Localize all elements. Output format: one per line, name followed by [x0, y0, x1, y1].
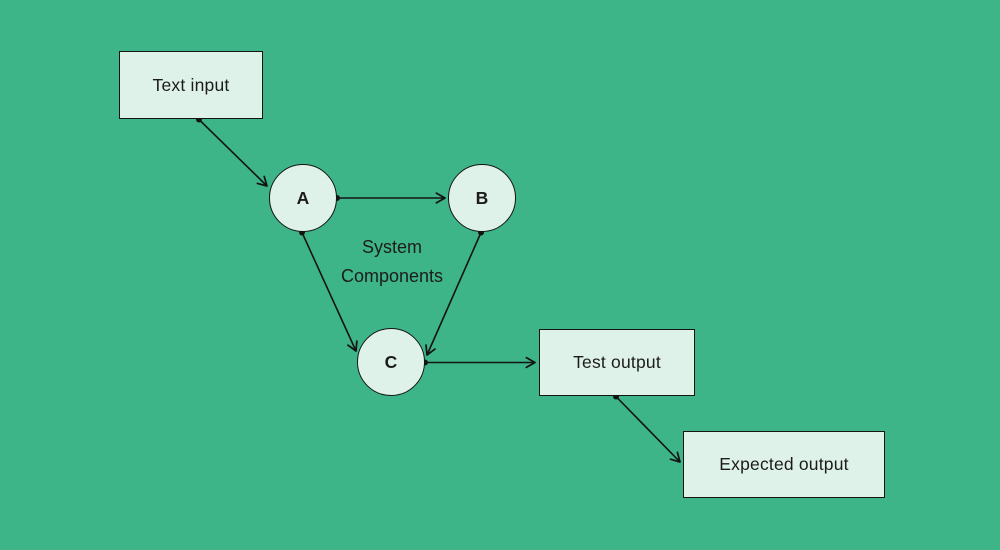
node-expected-output-label: Expected output	[719, 454, 849, 474]
node-b-label: B	[475, 187, 489, 208]
node-c: C	[357, 328, 425, 396]
edge-b-to-c	[425, 229, 484, 356]
node-a: A	[269, 164, 337, 232]
edge-test-output-to-expected-output	[613, 393, 681, 463]
edge-text-input-to-a	[196, 116, 268, 187]
node-a-label: A	[296, 187, 310, 208]
node-text-input: Text input	[119, 51, 263, 119]
node-test-output-label: Test output	[573, 352, 661, 372]
system-components-annotation: System Components	[340, 237, 444, 286]
node-expected-output: Expected output	[683, 431, 885, 498]
node-c-label: C	[384, 351, 398, 372]
edge-a-to-c	[299, 229, 358, 352]
node-test-output: Test output	[539, 329, 695, 396]
node-b: B	[448, 164, 516, 232]
node-text-input-label: Text input	[152, 74, 230, 95]
